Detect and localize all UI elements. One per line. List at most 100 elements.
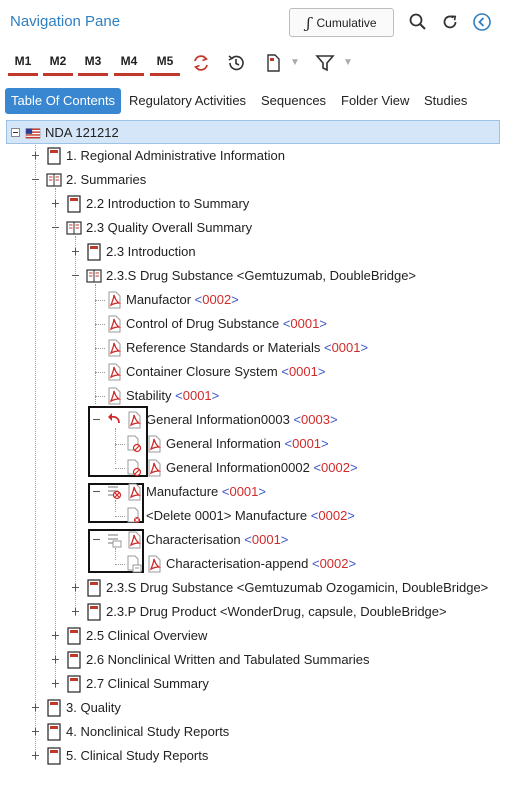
deleted-document-icon bbox=[127, 459, 142, 477]
expand-toggle-icon[interactable] bbox=[71, 583, 80, 592]
tree-row-label: 2. Summaries bbox=[66, 172, 147, 187]
document-icon bbox=[67, 651, 81, 669]
document-icon bbox=[47, 147, 61, 165]
tree-row-label: Reference Standards or Materials <0001> bbox=[126, 340, 369, 355]
tree-row-2-3-p-drug-product[interactable]: 2.3.P Drug Product <WonderDrug, capsule,… bbox=[0, 600, 509, 624]
tree-row-manufacture[interactable]: Manufacture <0001> bbox=[0, 480, 509, 504]
sequence-number: 0002 bbox=[202, 292, 232, 307]
tree-row-label: Control of Drug Substance <0001> bbox=[126, 316, 327, 331]
tab-sequences[interactable]: Sequences bbox=[261, 93, 327, 108]
tree-row-nda[interactable]: NDA 121212 bbox=[6, 120, 500, 144]
tab-studies[interactable]: Studies bbox=[424, 93, 468, 108]
module-button-m3[interactable]: M3 bbox=[78, 50, 108, 76]
collapse-left-icon[interactable] bbox=[472, 12, 492, 32]
tree-row-label: Manufacture <0001> bbox=[146, 484, 266, 499]
append-document-icon bbox=[127, 555, 142, 573]
tree-row-2-2[interactable]: 2.2 Introduction to Summary bbox=[0, 192, 509, 216]
tree-row-label: 2.3.P Drug Product <WonderDrug, capsule,… bbox=[106, 604, 447, 619]
navigation-pane-header: Navigation Pane ʃ Cumulative bbox=[0, 0, 509, 44]
expand-toggle-icon[interactable] bbox=[51, 679, 60, 688]
sequence-number: 0002 bbox=[321, 460, 350, 475]
pane-title: Navigation Pane bbox=[10, 13, 121, 30]
module-button-m4[interactable]: M4 bbox=[114, 50, 144, 76]
cumulative-icon: ʃ bbox=[306, 13, 311, 32]
tree-row-label: <Delete 0001> Manufacture <0002> bbox=[146, 508, 355, 523]
tree-row-2-5[interactable]: 2.5 Clinical Overview bbox=[0, 624, 509, 648]
history-icon[interactable] bbox=[225, 52, 247, 74]
pdf-icon bbox=[108, 315, 122, 333]
tree-row-2-3-introduction[interactable]: 2.3 Introduction bbox=[0, 240, 509, 264]
tree-row-manufactor[interactable]: Manufactor <0002> bbox=[0, 288, 509, 312]
document-icon bbox=[47, 699, 61, 717]
tree-row-2-3-s-gemtuzumab[interactable]: 2.3.S Drug Substance <Gemtuzumab, Double… bbox=[0, 264, 509, 288]
expand-toggle-icon[interactable] bbox=[31, 727, 40, 736]
expand-toggle-icon[interactable] bbox=[51, 199, 60, 208]
tree-row-2-7[interactable]: 2.7 Clinical Summary bbox=[0, 672, 509, 696]
tree-row-stability[interactable]: Stability <0001> bbox=[0, 384, 509, 408]
expand-toggle-icon[interactable] bbox=[31, 751, 40, 760]
collapse-toggle-icon[interactable] bbox=[31, 175, 40, 184]
tree-row-label: 5. Clinical Study Reports bbox=[66, 748, 209, 763]
tree-row-module-4[interactable]: 4. Nonclinical Study Reports bbox=[0, 720, 509, 744]
sync-icon[interactable] bbox=[190, 52, 212, 74]
tree-row-label: Characterisation <0001> bbox=[146, 532, 289, 547]
document-dropdown-icon[interactable]: ▼ bbox=[290, 57, 300, 68]
tree-row-label: Characterisation-append <0002> bbox=[166, 556, 357, 571]
collapse-toggle-icon[interactable] bbox=[11, 128, 20, 137]
cumulative-button[interactable]: ʃ Cumulative bbox=[289, 8, 394, 37]
tree-row-general-information[interactable]: General Information <0001> bbox=[0, 432, 509, 456]
tree-row-characterisation-append[interactable]: Characterisation-append <0002> bbox=[0, 552, 509, 576]
module-button-m1[interactable]: M1 bbox=[8, 50, 38, 76]
expand-toggle-icon[interactable] bbox=[31, 703, 40, 712]
tree-row-module-1[interactable]: 1. Regional Administrative Information bbox=[0, 144, 509, 168]
collapse-toggle-icon[interactable] bbox=[92, 487, 101, 496]
open-book-icon bbox=[86, 269, 102, 283]
refresh-icon[interactable] bbox=[440, 12, 460, 32]
tree-row-2-6[interactable]: 2.6 Nonclinical Written and Tabulated Su… bbox=[0, 648, 509, 672]
collapse-toggle-icon[interactable] bbox=[92, 415, 101, 424]
tree-row-general-information0003[interactable]: General Information0003 <0003> bbox=[0, 408, 509, 432]
collapse-toggle-icon[interactable] bbox=[92, 535, 101, 544]
search-icon[interactable] bbox=[408, 12, 428, 32]
tree-row-module-5[interactable]: 5. Clinical Study Reports bbox=[0, 744, 509, 768]
expand-toggle-icon[interactable] bbox=[31, 151, 40, 160]
expand-toggle-icon[interactable] bbox=[51, 655, 60, 664]
tree-row-label: 2.3.S Drug Substance <Gemtuzumab, Double… bbox=[106, 268, 417, 283]
tree-row-label: General Information <0001> bbox=[166, 436, 329, 451]
sequence-number: 0003 bbox=[301, 412, 330, 427]
tree-row-container-closure[interactable]: Container Closure System <0001> bbox=[0, 360, 509, 384]
expand-toggle-icon[interactable] bbox=[51, 631, 60, 640]
open-book-icon bbox=[46, 173, 62, 187]
filter-icon[interactable] bbox=[314, 52, 336, 74]
tab-folder-view[interactable]: Folder View bbox=[341, 93, 410, 108]
sequence-number: 0002 bbox=[319, 556, 349, 571]
tree-row-characterisation[interactable]: Characterisation <0001> bbox=[0, 528, 509, 552]
tree-row-general-information0002[interactable]: General Information0002 <0002> bbox=[0, 456, 509, 480]
tree-row-label: 4. Nonclinical Study Reports bbox=[66, 724, 230, 739]
expand-toggle-icon[interactable] bbox=[71, 247, 80, 256]
collapse-toggle-icon[interactable] bbox=[71, 271, 80, 280]
tree-row-label: 2.2 Introduction to Summary bbox=[86, 196, 250, 211]
module-button-m2[interactable]: M2 bbox=[43, 50, 73, 76]
module-button-m5[interactable]: M5 bbox=[150, 50, 180, 76]
open-book-icon bbox=[66, 221, 82, 235]
tree-row-reference-standards[interactable]: Reference Standards or Materials <0001> bbox=[0, 336, 509, 360]
tree-row-2-3-s-ozogamicin[interactable]: 2.3.S Drug Substance <Gemtuzumab Ozogami… bbox=[0, 576, 509, 600]
document-icon[interactable] bbox=[262, 52, 284, 74]
collapse-toggle-icon[interactable] bbox=[51, 223, 60, 232]
tree-row-label: 2.6 Nonclinical Written and Tabulated Su… bbox=[86, 652, 370, 667]
tab-table-of-contents[interactable]: Table Of Contents bbox=[5, 88, 122, 114]
tab-regulatory-activities[interactable]: Regulatory Activities bbox=[129, 93, 247, 108]
tree-row-2-3[interactable]: 2.3 Quality Overall Summary bbox=[0, 216, 509, 240]
expand-toggle-icon[interactable] bbox=[71, 607, 80, 616]
tree-row-module-2[interactable]: 2. Summaries bbox=[0, 168, 509, 192]
filter-dropdown-icon[interactable]: ▼ bbox=[343, 57, 353, 68]
tree-row-control-of-drug-substance[interactable]: Control of Drug Substance <0001> bbox=[0, 312, 509, 336]
tree-row-delete-manufacture[interactable]: <Delete 0001> Manufacture <0002> bbox=[0, 504, 509, 528]
tree-row-label: 2.3 Introduction bbox=[106, 244, 196, 259]
pdf-icon bbox=[108, 387, 122, 405]
tree-row-module-3[interactable]: 3. Quality bbox=[0, 696, 509, 720]
tree-row-label: Container Closure System <0001> bbox=[126, 364, 326, 379]
document-icon bbox=[47, 723, 61, 741]
table-of-contents-tree: NDA 121212 1. Regional Administrative In… bbox=[0, 120, 509, 780]
